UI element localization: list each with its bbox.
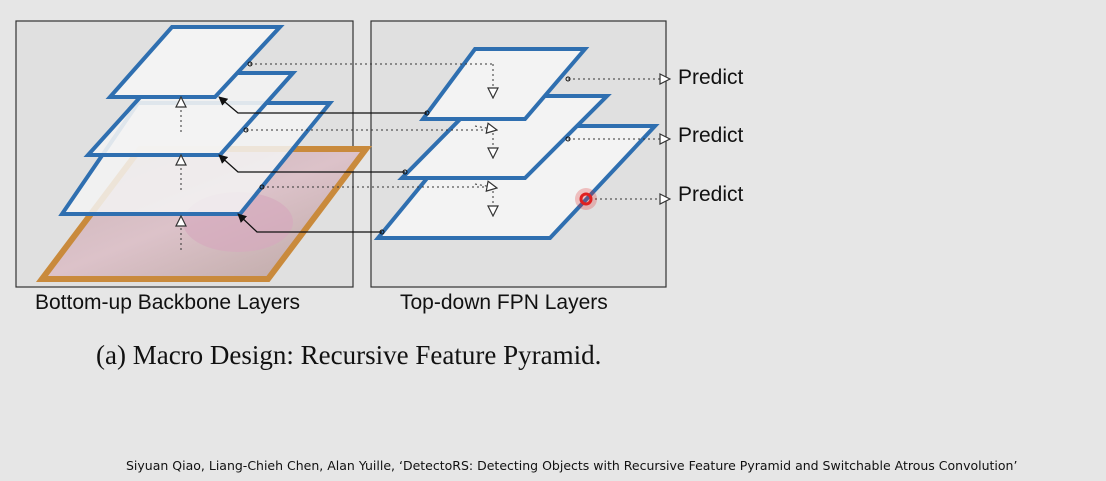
fpn-panel-label: Top-down FPN Layers bbox=[400, 291, 608, 314]
predict-label-1: Predict bbox=[678, 66, 744, 89]
predict-label-2: Predict bbox=[678, 124, 744, 147]
predict-node-2 bbox=[565, 136, 571, 142]
figure-caption: (a) Macro Design: Recursive Feature Pyra… bbox=[96, 340, 602, 370]
feedback-node-3 bbox=[379, 229, 385, 235]
citation: Siyuan Qiao, Liang-Chieh Chen, Alan Yuil… bbox=[126, 458, 1018, 473]
fpn-merge-arrow-2 bbox=[474, 184, 497, 188]
predict-node-1 bbox=[565, 76, 571, 82]
feedback-node-2 bbox=[402, 169, 408, 175]
feedback-node-1 bbox=[424, 110, 430, 116]
fpn-layer-1 bbox=[419, 47, 590, 121]
lateral-node-2 bbox=[243, 127, 249, 133]
lateral-node-1 bbox=[247, 61, 253, 67]
feedback-connection-2 bbox=[218, 154, 405, 173]
lateral-node-3 bbox=[259, 184, 265, 190]
pointer-glow bbox=[575, 188, 597, 210]
pointer-dot bbox=[579, 192, 593, 206]
fpn-layer-2 bbox=[397, 94, 612, 180]
feedback-connection-3 bbox=[237, 213, 382, 233]
feedback-connection-1 bbox=[218, 96, 427, 114]
backbone-layer-1 bbox=[105, 25, 285, 99]
backbone-panel-label: Bottom-up Backbone Layers bbox=[35, 291, 300, 314]
predict-label-3: Predict bbox=[678, 183, 744, 206]
fpn-merge-arrow-1 bbox=[474, 126, 497, 130]
